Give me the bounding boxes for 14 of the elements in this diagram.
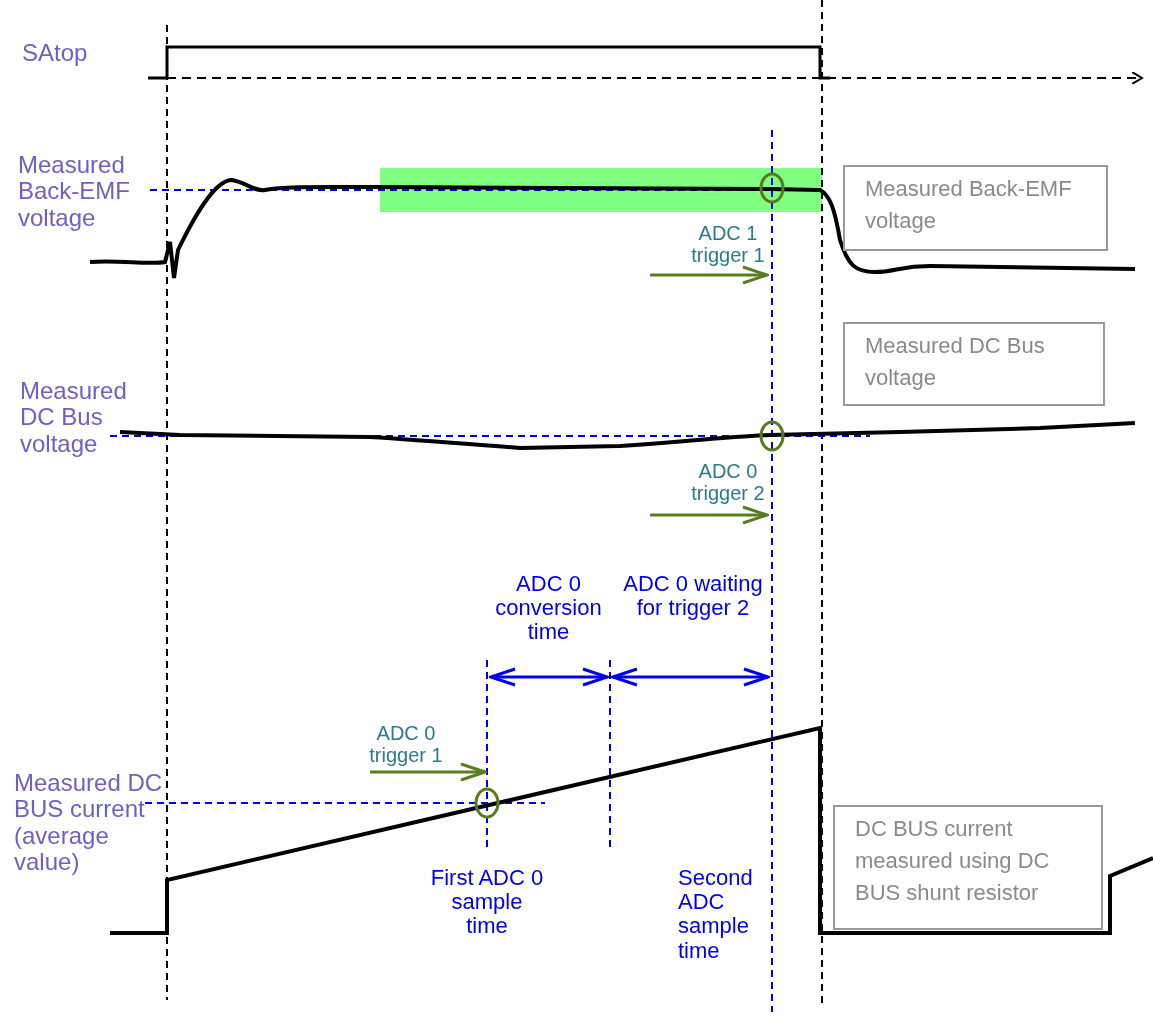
- annotation-text: ADC 0 waiting for trigger 2: [622, 572, 764, 621]
- trigger-label: ADC 0 trigger 2: [690, 460, 766, 504]
- signal-label: Measured DC BUS current (average value): [14, 770, 164, 876]
- note-box: Measured DC Bus voltage: [843, 322, 1105, 406]
- note-box: Measured Back-EMF voltage: [843, 165, 1108, 251]
- signal-label: SAtop: [22, 40, 89, 67]
- annotation-text: Second ADC sample time: [678, 866, 754, 963]
- annotation-text: ADC 0 conversion time: [494, 572, 603, 645]
- trigger-label: ADC 0 trigger 1: [368, 722, 444, 766]
- note-box: DC BUS current measured using DC BUS shunt resistor: [833, 805, 1103, 930]
- signal-label: Measured DC Bus voltage: [20, 378, 128, 458]
- signal-label: Measured Back-EMF voltage: [18, 152, 131, 232]
- trigger-label: ADC 1 trigger 1: [690, 222, 766, 266]
- annotation-text: First ADC 0 sample time: [429, 866, 545, 939]
